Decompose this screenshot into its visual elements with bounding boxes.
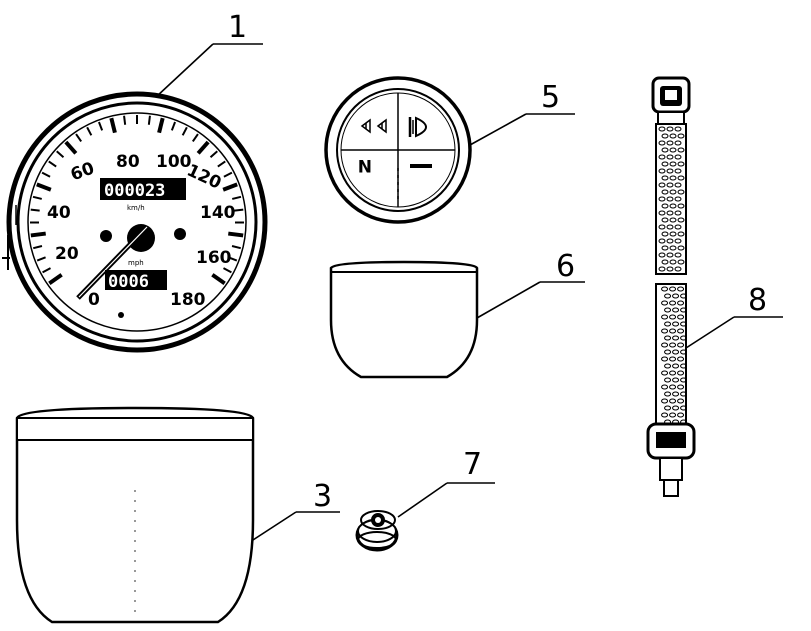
callout-3: 3 xyxy=(252,479,340,541)
scale-label-80: 80 xyxy=(116,152,140,172)
indicator-inner-ring xyxy=(336,88,460,212)
callout-label-6: 6 xyxy=(556,249,575,284)
callout-label-3: 3 xyxy=(313,479,332,514)
dial-tick xyxy=(228,256,238,262)
dial-tick xyxy=(170,121,176,131)
callout-8: 8 xyxy=(685,283,783,349)
dial-tick xyxy=(30,231,46,238)
callout-label-5: 5 xyxy=(541,80,560,115)
high-beam-icon xyxy=(408,116,427,138)
tripmeter-reading: 0006 xyxy=(108,272,149,292)
dial-tick xyxy=(181,126,188,136)
speedometer-ticks xyxy=(29,115,245,286)
reset-knob xyxy=(118,312,124,318)
turn-signal-icon xyxy=(360,118,387,134)
dial-tick xyxy=(123,115,127,125)
mph-label: mph xyxy=(128,259,144,267)
dial-tick xyxy=(217,160,226,168)
scale-label-40: 40 xyxy=(47,203,71,223)
callout-label-7: 7 xyxy=(463,447,482,482)
cable-texture xyxy=(658,126,688,425)
callout-label-8: 8 xyxy=(748,283,767,318)
speedometer-assembly: 0 20 40 60 80 100 120 140 160 180 000023… xyxy=(2,91,268,353)
odometer-reading: 000023 xyxy=(104,181,165,201)
callout-7: 7 xyxy=(397,447,495,518)
dial-tick xyxy=(36,182,52,192)
dial-tick xyxy=(42,267,51,274)
dial-tick xyxy=(223,267,232,274)
speedometer-bezel-ring xyxy=(16,101,258,343)
housing-cup-rim xyxy=(16,417,254,441)
needle-hub xyxy=(127,224,155,252)
dial-tick xyxy=(48,273,63,286)
dial-tick xyxy=(223,171,233,178)
dial-tick xyxy=(228,231,244,238)
dial-tick xyxy=(157,117,165,134)
scale-label-20: 20 xyxy=(55,244,79,264)
dial-tick xyxy=(209,150,218,158)
odometer-window xyxy=(100,178,186,200)
housing-cup-body xyxy=(15,406,255,624)
dial-tick xyxy=(36,256,46,262)
callout-6: 6 xyxy=(476,249,585,319)
callout-5: 5 xyxy=(469,80,575,146)
dial-tick xyxy=(147,115,151,125)
neutral-indicator: N xyxy=(358,155,372,175)
dial-tick xyxy=(33,245,43,250)
dial-tick xyxy=(231,245,241,250)
indicator-panel: N xyxy=(324,76,472,224)
speedometer-housing-cup xyxy=(15,406,255,624)
speedometer-cable xyxy=(646,76,696,497)
indicator-cup-body xyxy=(329,260,479,379)
oil-indicator-icon xyxy=(410,164,432,168)
callout-label-1: 1 xyxy=(228,10,247,45)
dial-screw-left xyxy=(100,230,112,242)
scale-label-100: 100 xyxy=(156,152,192,172)
speedometer-outer-rim xyxy=(6,91,268,353)
indicator-housing-cup xyxy=(329,260,479,379)
dial-tick xyxy=(64,140,78,155)
dial-tick xyxy=(191,133,199,143)
dial-tick xyxy=(98,121,104,131)
unit-label: km/h xyxy=(127,204,145,212)
callout-1: 1 xyxy=(155,10,263,98)
dial-tick xyxy=(232,195,242,200)
dial-tick xyxy=(222,182,238,192)
dial-tick xyxy=(56,150,65,158)
dial-screw-right xyxy=(174,228,186,240)
scale-label-160: 160 xyxy=(196,248,232,268)
dial-tick xyxy=(234,208,244,212)
dial-tick xyxy=(196,140,210,155)
dial-tick xyxy=(86,126,93,136)
dial-tick xyxy=(41,171,51,178)
dial-tick xyxy=(75,133,83,143)
scale-label-0: 0 xyxy=(88,290,100,310)
dial-tick xyxy=(48,160,57,168)
dial-tick xyxy=(211,273,226,286)
dial-tick xyxy=(109,117,117,134)
grommet xyxy=(355,510,399,552)
dial-tick xyxy=(32,195,42,200)
scale-label-180: 180 xyxy=(170,290,206,310)
dial-tick xyxy=(30,208,40,212)
speedometer-dial-ring xyxy=(27,112,247,332)
tripmeter-window xyxy=(105,270,167,290)
scale-label-140: 140 xyxy=(200,203,236,223)
